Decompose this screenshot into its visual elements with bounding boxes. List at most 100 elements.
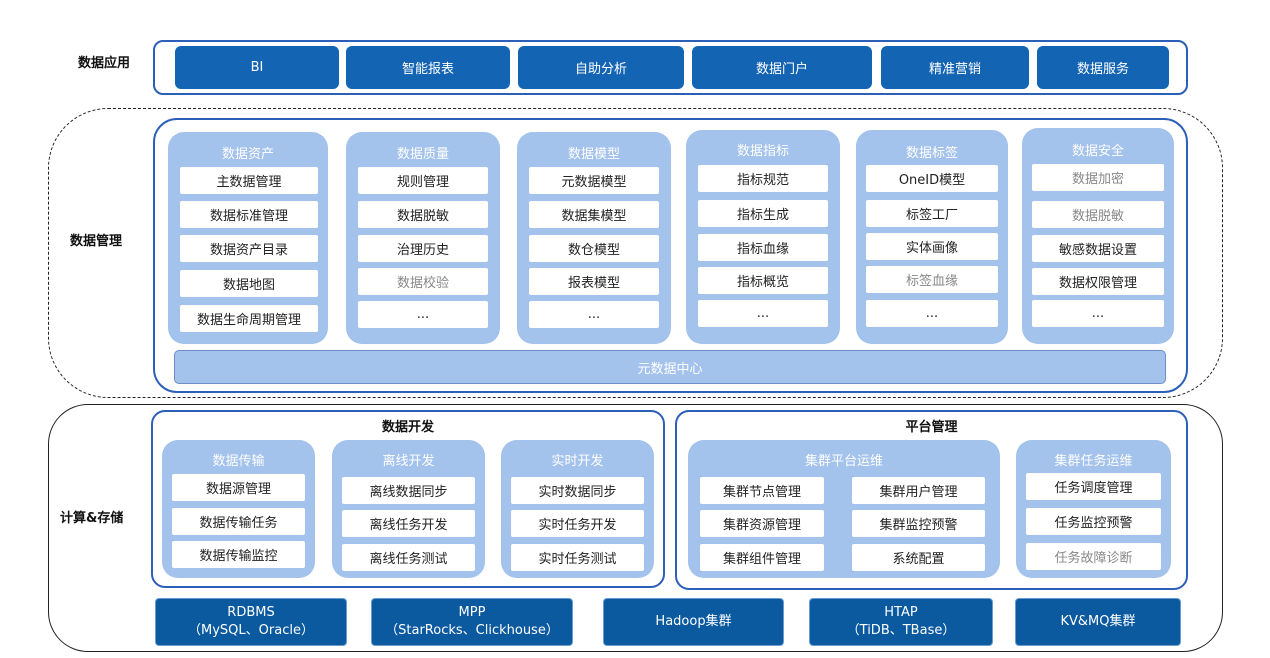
dev-group-title: 离线开发: [382, 454, 435, 469]
task-ops-title: 集群任务运维: [1054, 454, 1133, 469]
task-ops-item[interactable]: 任务调度管理: [1026, 473, 1161, 500]
platform-group-frame: [675, 410, 1188, 590]
cluster-ops-item[interactable]: 集群资源管理: [700, 510, 824, 537]
dev-item[interactable]: 离线任务测试: [342, 544, 475, 571]
category-item[interactable]: 数据校验: [358, 268, 488, 295]
storage-name: KV&MQ集群: [1060, 614, 1136, 629]
storage-detail: （StarRocks、Clickhouse）: [385, 623, 559, 638]
management-layer-inner-frame: [153, 118, 1188, 393]
task-ops-item[interactable]: 任务监控预警: [1026, 508, 1161, 535]
category-item[interactable]: 元数据模型: [529, 167, 659, 194]
category-item-more[interactable]: ...: [698, 300, 828, 327]
app-button-data-service[interactable]: 数据服务: [1037, 46, 1169, 89]
development-group-title: 数据开发: [381, 420, 434, 435]
cluster-ops-item[interactable]: 集群节点管理: [700, 477, 824, 504]
dev-item[interactable]: 离线任务开发: [342, 510, 475, 537]
category-item[interactable]: 指标概览: [698, 267, 828, 294]
storage-rdbms[interactable]: RDBMS （MySQL、Oracle）: [155, 598, 347, 646]
storage-detail: （MySQL、Oracle）: [188, 623, 314, 638]
category-data-quality: 数据质量 规则管理 数据脱敏 治理历史 数据校验 ...: [346, 132, 500, 344]
category-item[interactable]: 主数据管理: [180, 167, 318, 194]
category-item-more[interactable]: ...: [1032, 300, 1164, 327]
dev-group-realtime: 实时开发 实时数据同步 实时任务开发 实时任务测试: [501, 440, 654, 578]
storage-detail: （TiDB、TBase）: [846, 623, 956, 638]
dev-item[interactable]: 数据源管理: [172, 474, 305, 501]
category-title: 数据资产: [221, 147, 274, 162]
dev-group-title: 数据传输: [212, 454, 265, 469]
app-button-self-analysis[interactable]: 自助分析: [518, 46, 684, 89]
category-item[interactable]: 指标血缘: [698, 234, 828, 261]
cluster-platform-ops: 集群平台运维 集群节点管理 集群用户管理 集群资源管理 集群监控预警 集群组件管…: [688, 440, 1000, 578]
dev-item[interactable]: 数据传输监控: [172, 541, 305, 568]
category-data-security: 数据安全 数据加密 数据脱敏 敏感数据设置 数据权限管理 ...: [1022, 128, 1174, 344]
category-item[interactable]: 数据权限管理: [1032, 268, 1164, 295]
application-layer-frame: [153, 40, 1188, 95]
category-data-asset: 数据资产 主数据管理 数据标准管理 数据资产目录 数据地图 数据生命周期管理: [168, 132, 328, 344]
management-layer-outer-frame: [48, 108, 1223, 398]
storage-hadoop[interactable]: Hadoop集群: [603, 598, 784, 646]
category-data-metric: 数据指标 指标规范 指标生成 指标血缘 指标概览 ...: [686, 130, 840, 344]
dev-item[interactable]: 实时数据同步: [511, 477, 644, 504]
category-item[interactable]: 治理历史: [358, 235, 488, 262]
layer-label-management: 数据管理: [70, 234, 123, 249]
category-item[interactable]: 数据加密: [1032, 164, 1164, 191]
app-button-smart-report[interactable]: 智能报表: [346, 46, 510, 89]
layer-label-compute-storage: 计算&存储: [60, 511, 124, 526]
dev-group-offline: 离线开发 离线数据同步 离线任务开发 离线任务测试: [332, 440, 485, 578]
layer-label-application: 数据应用: [78, 56, 131, 71]
compute-storage-layer-frame: [48, 404, 1223, 652]
app-button-data-portal[interactable]: 数据门户: [692, 46, 872, 89]
cluster-ops-item[interactable]: 集群用户管理: [852, 477, 985, 504]
storage-mpp[interactable]: MPP （StarRocks、Clickhouse）: [371, 598, 573, 646]
cluster-ops-item[interactable]: 系统配置: [852, 544, 985, 571]
category-title: 数据模型: [567, 147, 620, 162]
development-group-frame: [151, 410, 665, 588]
storage-name: RDBMS: [227, 605, 275, 620]
storage-kv-mq[interactable]: KV&MQ集群: [1015, 598, 1181, 646]
category-data-model: 数据模型 元数据模型 数据集模型 数仓模型 报表模型 ...: [517, 132, 671, 344]
category-item[interactable]: 标签血缘: [866, 266, 998, 293]
category-title: 数据质量: [396, 147, 449, 162]
category-item[interactable]: 敏感数据设置: [1032, 235, 1164, 262]
dev-group-title: 实时开发: [551, 454, 604, 469]
category-item[interactable]: 实体画像: [866, 233, 998, 260]
storage-htap[interactable]: HTAP （TiDB、TBase）: [809, 598, 993, 646]
category-item-more[interactable]: ...: [529, 301, 659, 328]
dev-item[interactable]: 实时任务测试: [511, 544, 644, 571]
dev-item[interactable]: 离线数据同步: [342, 477, 475, 504]
category-item[interactable]: 数据生命周期管理: [180, 305, 318, 332]
cluster-ops-title: 集群平台运维: [804, 454, 883, 469]
category-item[interactable]: 数据资产目录: [180, 235, 318, 262]
category-item[interactable]: 报表模型: [529, 268, 659, 295]
dev-item[interactable]: 实时任务开发: [511, 510, 644, 537]
dev-item[interactable]: 数据传输任务: [172, 508, 305, 535]
cluster-ops-item[interactable]: 集群监控预警: [852, 510, 985, 537]
category-item[interactable]: 数据集模型: [529, 201, 659, 228]
category-item[interactable]: 数据地图: [180, 270, 318, 297]
category-item[interactable]: 规则管理: [358, 167, 488, 194]
category-item[interactable]: 数仓模型: [529, 235, 659, 262]
category-item[interactable]: 数据脱敏: [358, 201, 488, 228]
category-item[interactable]: OneID模型: [866, 165, 998, 192]
platform-group-title: 平台管理: [905, 420, 958, 435]
metadata-center-bar[interactable]: 元数据中心: [174, 350, 1166, 384]
category-title: 数据指标: [736, 144, 789, 159]
category-item[interactable]: 数据标准管理: [180, 201, 318, 228]
category-title: 数据安全: [1071, 144, 1124, 159]
category-item[interactable]: 数据脱敏: [1032, 201, 1164, 228]
storage-name: HTAP: [884, 605, 918, 620]
storage-name: Hadoop集群: [655, 614, 732, 629]
dev-group-data-transfer: 数据传输 数据源管理 数据传输任务 数据传输监控: [162, 440, 315, 578]
app-button-precision-marketing[interactable]: 精准营销: [881, 46, 1029, 89]
app-button-bi[interactable]: BI: [175, 46, 339, 89]
task-ops-item[interactable]: 任务故障诊断: [1026, 543, 1161, 570]
storage-name: MPP: [458, 605, 486, 620]
category-item-more[interactable]: ...: [358, 301, 488, 328]
category-item-more[interactable]: ...: [866, 300, 998, 327]
cluster-ops-item[interactable]: 集群组件管理: [700, 544, 824, 571]
cluster-task-ops: 集群任务运维 任务调度管理 任务监控预警 任务故障诊断: [1016, 440, 1171, 578]
category-item[interactable]: 标签工厂: [866, 200, 998, 227]
category-item[interactable]: 指标规范: [698, 165, 828, 192]
category-item[interactable]: 指标生成: [698, 200, 828, 227]
category-title: 数据标签: [905, 146, 958, 161]
